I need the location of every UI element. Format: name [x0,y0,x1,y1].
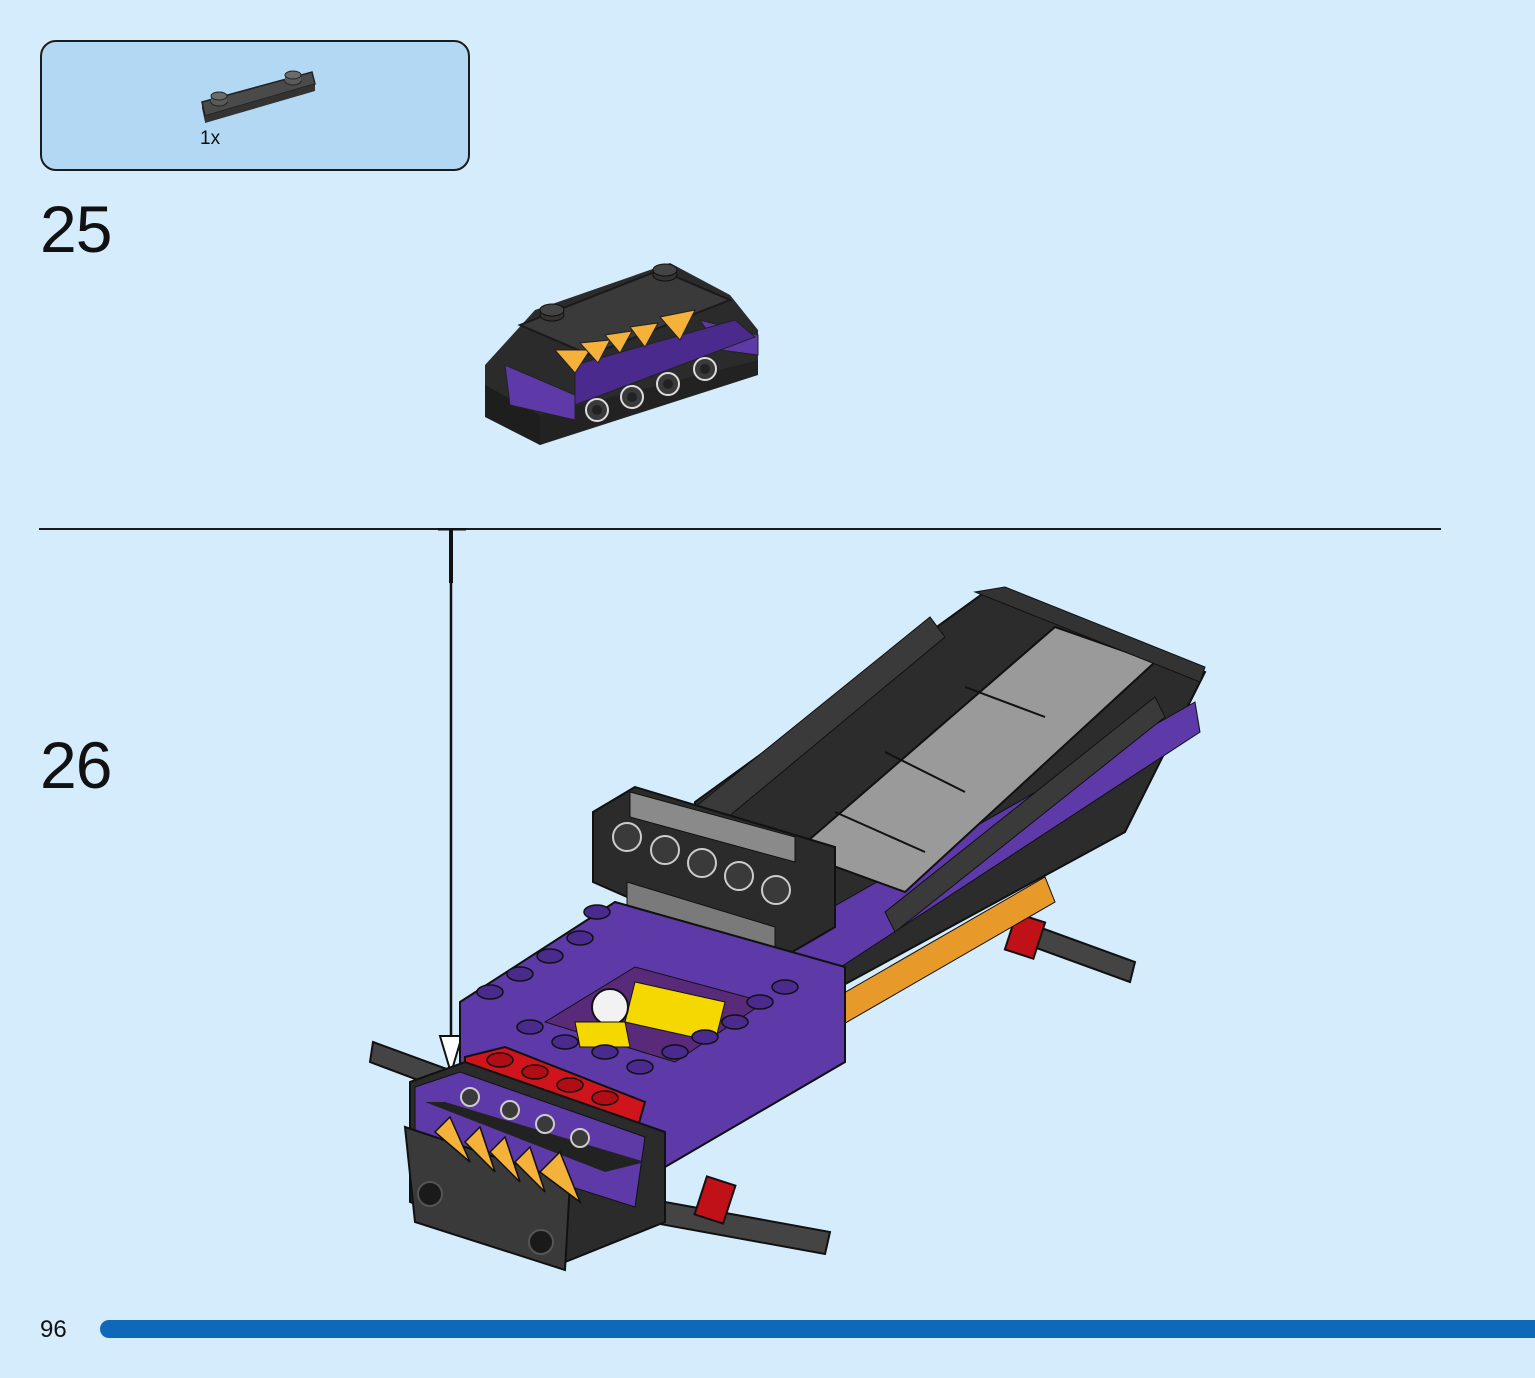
dark-grey-plate-1x4-icon [201,70,316,123]
placement-arrow [438,528,466,1077]
part-quantity: 1x [200,128,221,149]
step-25-assembly-illustration [485,263,759,445]
step-26-assembly-illustration [368,586,1207,1272]
parts-callout: 1x [40,40,470,171]
progress-bar [100,1320,1535,1338]
step-number-25: 25 [40,192,112,266]
step-number-26: 26 [40,728,112,802]
step-divider [39,528,1441,530]
page-number: 96 [40,1316,67,1343]
